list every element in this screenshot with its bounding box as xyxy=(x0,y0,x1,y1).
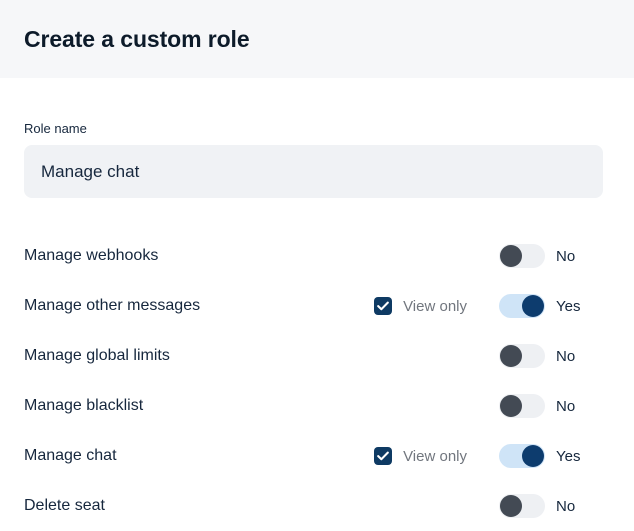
page-title: Create a custom role xyxy=(24,25,250,52)
toggle-knob xyxy=(500,345,522,367)
permission-toggle[interactable] xyxy=(499,394,545,418)
toggle-state-label: Yes xyxy=(556,447,581,465)
permission-controls: View only No xyxy=(374,231,610,281)
permission-toggle-group[interactable]: No xyxy=(499,494,610,518)
permission-row-delete-seat: Delete seat View only No xyxy=(24,481,610,531)
toggle-state-label: Yes xyxy=(556,297,581,315)
permission-controls: View only Yes xyxy=(374,281,610,331)
view-only-group[interactable]: View only xyxy=(374,447,467,465)
view-only-label: View only xyxy=(403,297,467,315)
toggle-state-label: No xyxy=(556,247,576,265)
permission-row-manage-blacklist: Manage blacklist View only No xyxy=(24,381,610,431)
toggle-state-label: No xyxy=(556,347,576,365)
permission-label: Manage blacklist xyxy=(24,397,144,414)
permission-toggle-group[interactable]: No xyxy=(499,244,610,268)
permission-toggle[interactable] xyxy=(499,344,545,368)
toggle-knob xyxy=(500,245,522,267)
permission-toggle[interactable] xyxy=(499,294,545,318)
permission-row-manage-webhooks: Manage webhooks View only No xyxy=(24,231,610,281)
permission-row-manage-chat: Manage chat View only Yes xyxy=(24,431,610,481)
view-only-group[interactable]: View only xyxy=(374,297,467,315)
permission-toggle[interactable] xyxy=(499,494,545,518)
permission-toggle-group[interactable]: No xyxy=(499,394,610,418)
permission-toggle[interactable] xyxy=(499,244,545,268)
permission-toggle-group[interactable]: Yes xyxy=(499,444,610,468)
view-only-label: View only xyxy=(403,447,467,465)
permission-toggle-group[interactable]: No xyxy=(499,344,610,368)
permissions-list: Manage webhooks View only No Manage othe… xyxy=(24,231,610,531)
role-name-input[interactable] xyxy=(24,145,603,198)
permission-controls: View only No xyxy=(374,381,610,431)
permission-row-manage-global-limits: Manage global limits View only No xyxy=(24,331,610,381)
toggle-knob xyxy=(500,395,522,417)
role-name-field-block: Role name xyxy=(24,78,610,198)
check-icon xyxy=(377,451,389,461)
permission-toggle[interactable] xyxy=(499,444,545,468)
permission-controls: View only Yes xyxy=(374,431,610,481)
permission-label: Manage webhooks xyxy=(24,247,159,264)
toggle-state-label: No xyxy=(556,397,576,415)
permission-row-manage-other-messages: Manage other messages View only Yes xyxy=(24,281,610,331)
role-name-label: Role name xyxy=(24,121,87,136)
permission-toggle-group[interactable]: Yes xyxy=(499,294,610,318)
toggle-state-label: No xyxy=(556,497,576,515)
permission-label: Manage global limits xyxy=(24,347,170,364)
permission-label: Manage chat xyxy=(24,447,117,464)
permission-controls: View only No xyxy=(374,331,610,381)
toggle-knob xyxy=(500,495,522,517)
permission-label: Manage other messages xyxy=(24,297,201,314)
permission-label: Delete seat xyxy=(24,497,105,514)
view-only-checkbox[interactable] xyxy=(374,447,393,465)
toggle-knob xyxy=(522,445,544,467)
page-body: Role name Manage webhooks View only No xyxy=(0,78,634,531)
permission-controls: View only No xyxy=(374,481,610,531)
check-icon xyxy=(377,301,389,311)
toggle-knob xyxy=(522,295,544,317)
page-header: Create a custom role xyxy=(0,0,634,78)
view-only-checkbox[interactable] xyxy=(374,297,393,315)
